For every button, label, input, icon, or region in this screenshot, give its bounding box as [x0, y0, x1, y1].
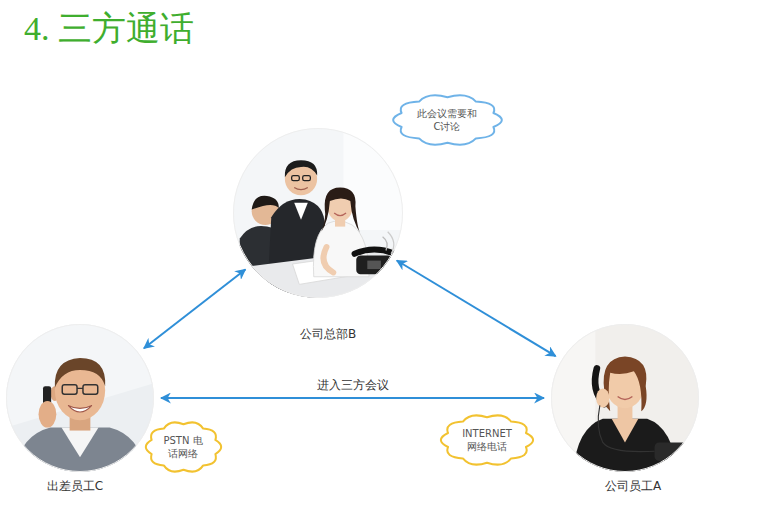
illustration-part: [303, 176, 311, 181]
illustration-part: [6, 324, 154, 472]
circle-outline: [7, 325, 154, 472]
illustration-part: [655, 442, 688, 461]
illustration-part: [612, 419, 639, 443]
double-arrow: [397, 260, 556, 356]
illustration-part: [598, 405, 654, 451]
photo-illustration: [551, 324, 699, 472]
illustration-part: [356, 256, 392, 275]
illustration-part: [551, 324, 699, 472]
circle-outline: [234, 129, 403, 298]
illustration-part: [334, 213, 346, 216]
illustration-part: [252, 196, 279, 210]
cloud-text: PSTN 电话网络: [161, 434, 205, 460]
illustration-part: [13, 428, 146, 472]
illustration-part: [294, 203, 308, 220]
edge-label: 进入三方会议: [313, 377, 393, 393]
illustration-part: [6, 324, 154, 428]
cloud-outline: [393, 95, 502, 144]
illustration-part: [292, 176, 300, 181]
photo-illustration: [6, 324, 154, 472]
illustration-part: [285, 160, 317, 177]
illustration-part: [388, 232, 394, 254]
illustration-part: [83, 385, 98, 395]
double-arrow: [144, 269, 245, 348]
cloud-shape: [390, 92, 505, 148]
illustration-part: [367, 261, 381, 270]
illustration-part: [383, 237, 388, 251]
illustration-part: [62, 428, 99, 458]
cloud-outline: [441, 415, 533, 464]
callout-cloud: 此会议需要和 C讨论: [390, 92, 505, 148]
circle-outline: [552, 325, 699, 472]
illustration-part: [618, 397, 633, 400]
cloud-text: 此会议需要和 C讨论: [416, 107, 479, 133]
node-label: 公司总部B: [300, 326, 356, 342]
illustration-part: [596, 388, 609, 407]
photo-illustration: [233, 128, 403, 298]
illustration-group: [6, 324, 154, 472]
illustration-part: [77, 388, 83, 389]
callout-cloud: PSTN 电话网络: [143, 419, 224, 475]
cloud-shape: [143, 419, 224, 475]
photo-circle: 出差员工C: [6, 324, 154, 494]
illustration-part: [39, 401, 57, 428]
cloud-shape: [438, 412, 536, 468]
illustration-part: [355, 250, 395, 254]
illustration-group: [551, 324, 699, 472]
cloud-outline: [145, 422, 220, 471]
illustration-part: [604, 357, 647, 412]
callout-cloud: INTERNET 网络电话: [438, 412, 536, 468]
node-label: 出差员工C: [47, 478, 103, 494]
cloud-text: INTERNET 网络电话: [459, 427, 515, 453]
illustration-part: [62, 385, 77, 395]
illustration-part: [55, 358, 105, 388]
illustration-part: [68, 405, 92, 412]
illustration-group: [233, 128, 403, 298]
double-arrow: [161, 397, 544, 399]
node-label: 公司员工A: [605, 478, 661, 494]
illustration-part: [321, 188, 360, 234]
illustration-part: [233, 128, 403, 298]
diagram-title: 4. 三方通话: [24, 8, 194, 50]
illustration-part: [294, 188, 308, 190]
illustration-part: [323, 247, 333, 273]
photo-circle: 公司员工A: [551, 324, 699, 494]
photo-circle: 公司总部B: [233, 128, 403, 342]
